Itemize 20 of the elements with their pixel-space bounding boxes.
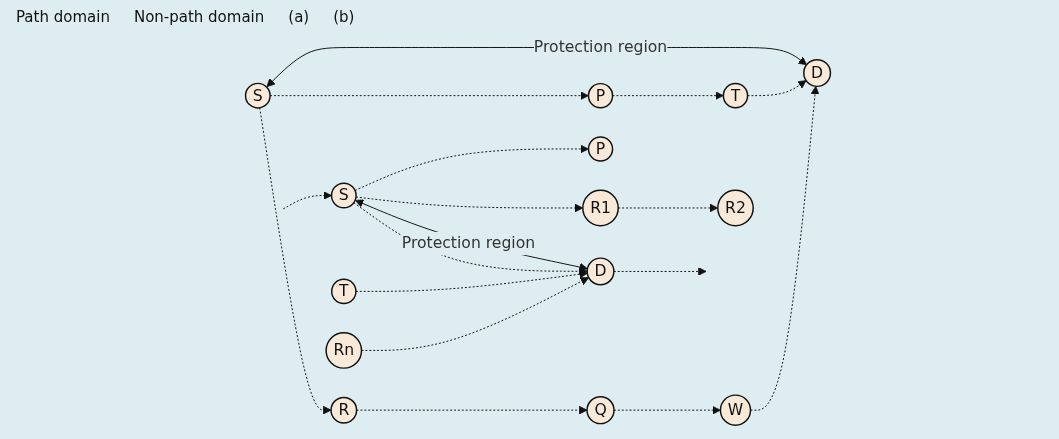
domain-label: (b) [333, 8, 355, 26]
node-circle: P [587, 136, 614, 162]
node-circle: D [586, 257, 615, 286]
edge-label: Protection region [533, 37, 668, 57]
node-circle: T [722, 82, 749, 109]
node-circle: Q [586, 395, 615, 425]
node-circle: R1 [582, 189, 619, 227]
node-circle: R2 [717, 189, 754, 227]
node-circle: T [331, 278, 357, 305]
edge-label: Protection region [401, 233, 536, 253]
node-circle: R [330, 396, 358, 424]
node-circle: Rn [325, 332, 363, 369]
domain-label: Non-path domain [133, 8, 265, 26]
node-circle: P [587, 82, 614, 109]
domain-label: Path domain [16, 8, 110, 26]
node-circle: D [803, 58, 832, 88]
node-circle: S [244, 82, 271, 109]
domain-label: (a) [288, 8, 310, 26]
node-circle: W [719, 394, 752, 426]
node-circle: S [330, 182, 357, 209]
